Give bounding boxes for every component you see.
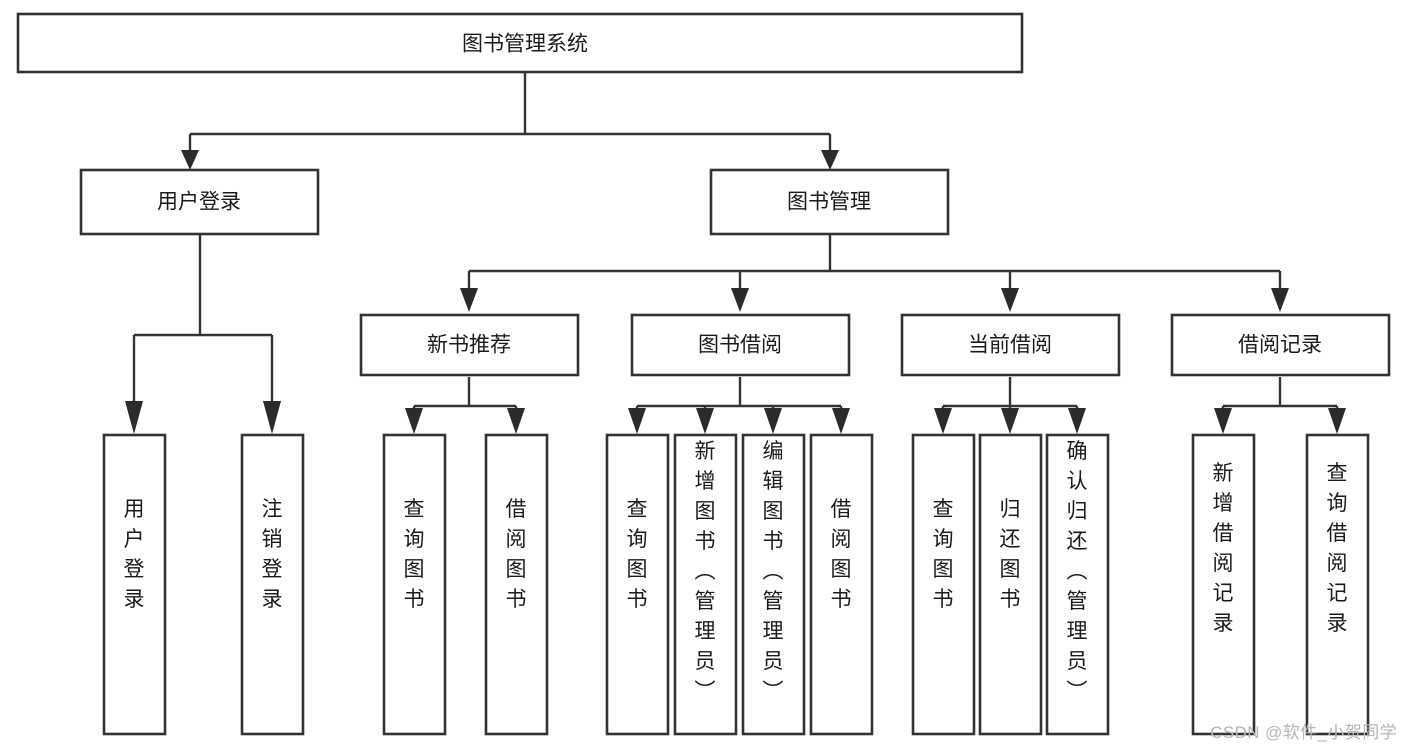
leaf-book-borrow-4-box[interactable]: [809, 433, 874, 736]
leaf-current-borrow-3[interactable]: 确认归还︵管理员︶: [1045, 433, 1110, 736]
node-book-management[interactable]: 图书管理: [709, 168, 950, 236]
node-current-borrow-label: 当前借阅: [968, 334, 1052, 357]
arrowhead-leaf-book-borrow-1: [628, 408, 646, 434]
node-current-borrow-box[interactable]: [900, 313, 1121, 377]
leaf-book-borrow-1[interactable]: 查询图书: [605, 433, 670, 736]
node-root-label: 图书管理系统: [462, 33, 588, 56]
arrowhead-book-borrow: [731, 288, 749, 312]
leaf-book-borrow-2[interactable]: 新增图书︵管理员︶: [673, 433, 738, 736]
node-borrow-record-box[interactable]: [1170, 313, 1391, 377]
leaf-current-borrow-1[interactable]: 查询图书: [911, 433, 976, 736]
leaf-new-book-2[interactable]: 借阅图书: [484, 433, 549, 736]
leaf-borrow-record-1[interactable]: 新增借阅记录: [1191, 433, 1256, 736]
leaf-user-login-2[interactable]: 注销登录: [240, 433, 305, 736]
arrowhead-user-login: [181, 150, 199, 170]
arrowhead-new-book: [460, 288, 478, 312]
leaf-new-book-2-box[interactable]: [484, 433, 549, 736]
arrowhead-leaf-current-borrow-1: [934, 408, 952, 434]
leaf-current-borrow-2[interactable]: 归还图书: [978, 433, 1043, 736]
node-root[interactable]: 图书管理系统: [16, 12, 1024, 74]
arrowhead-leaf-current-borrow-3: [1068, 408, 1086, 434]
node-current-borrow[interactable]: 当前借阅: [900, 313, 1121, 377]
node-user-login-label: 用户登录: [157, 191, 241, 214]
leaf-current-borrow-2-box[interactable]: [978, 433, 1043, 736]
leaf-user-login-1-label: 用户登录: [124, 498, 145, 611]
leaf-user-login-2-box[interactable]: [240, 433, 305, 736]
node-borrow-record-label: 借阅记录: [1238, 334, 1322, 357]
leaf-book-borrow-1-box[interactable]: [605, 433, 670, 736]
node-new-book-recommend[interactable]: 新书推荐: [359, 313, 580, 377]
arrowhead-leaf-borrow-record-1: [1214, 408, 1232, 434]
leaf-book-borrow-3-label: 编辑图书︵管理员︶: [763, 440, 784, 703]
node-new-book-recommend-label: 新书推荐: [427, 334, 511, 357]
leaf-current-borrow-1-label: 查询图书: [933, 498, 954, 611]
leaf-book-borrow-2-box[interactable]: [673, 433, 738, 736]
leaf-current-borrow-2-label: 归还图书: [1000, 498, 1021, 611]
leaf-user-login-1[interactable]: 用户登录: [102, 433, 167, 736]
leaf-book-borrow-1-label: 查询图书: [627, 498, 648, 611]
node-book-management-label: 图书管理: [787, 191, 871, 214]
leaf-book-borrow-2-label: 新增图书︵管理员︶: [695, 440, 716, 703]
arrowhead-leaf-user-login-2: [263, 401, 281, 434]
leaf-new-book-2-label: 借阅图书: [506, 498, 527, 611]
node-user-login-box[interactable]: [79, 168, 320, 236]
leaf-current-borrow-3-label: 确认归还︵管理员︶: [1067, 440, 1088, 703]
arrowhead-leaf-user-login-1: [125, 401, 143, 434]
arrowhead-leaf-borrow-record-2: [1328, 408, 1346, 434]
arrowhead-leaf-book-borrow-4: [832, 408, 850, 434]
arrowhead-leaf-new-book-2: [507, 408, 525, 434]
arrowhead-current-borrow: [1001, 288, 1019, 312]
csdn-watermark: CSDN @软件_小贺同学: [1210, 723, 1397, 742]
node-book-management-box[interactable]: [709, 168, 950, 236]
arrowhead-book-mgmt: [821, 150, 839, 170]
connector-layer: [125, 72, 1346, 434]
leaf-user-login-1-box[interactable]: [102, 433, 167, 736]
node-user-login[interactable]: 用户登录: [79, 168, 320, 236]
leaf-user-login-2-label: 注销登录: [262, 498, 283, 611]
leaf-borrow-record-2[interactable]: 查询借阅记录: [1305, 433, 1370, 736]
node-borrow-record[interactable]: 借阅记录: [1170, 313, 1391, 377]
leaf-new-book-1-label: 查询图书: [404, 498, 425, 611]
arrowhead-leaf-new-book-1: [405, 408, 423, 434]
node-new-book-recommend-box[interactable]: [359, 313, 580, 377]
leaf-new-book-1-box[interactable]: [382, 433, 447, 736]
leaf-new-book-1[interactable]: 查询图书: [382, 433, 447, 736]
leaf-borrow-record-1-label: 新增借阅记录: [1213, 462, 1234, 635]
arrowhead-leaf-book-borrow-3: [764, 408, 782, 434]
leaf-book-borrow-3[interactable]: 编辑图书︵管理员︶: [741, 433, 806, 736]
leaf-borrow-record-1-box[interactable]: [1191, 433, 1256, 736]
leaf-borrow-record-2-box[interactable]: [1305, 433, 1370, 736]
arrowhead-leaf-current-borrow-2: [1001, 408, 1019, 434]
arrowhead-leaf-book-borrow-2: [696, 408, 714, 434]
node-book-borrow-label: 图书借阅: [698, 334, 782, 357]
leaf-book-borrow-4[interactable]: 借阅图书: [809, 433, 874, 736]
node-root-box[interactable]: [16, 12, 1024, 74]
leaf-book-borrow-4-label: 借阅图书: [831, 498, 852, 611]
leaf-current-borrow-3-box[interactable]: [1045, 433, 1110, 736]
node-book-borrow-box[interactable]: [630, 313, 851, 377]
node-book-borrow[interactable]: 图书借阅: [630, 313, 851, 377]
leaf-borrow-record-2-label: 查询借阅记录: [1327, 462, 1348, 635]
leaf-current-borrow-1-box[interactable]: [911, 433, 976, 736]
leaf-book-borrow-3-box[interactable]: [741, 433, 806, 736]
arrowhead-borrow-record: [1271, 288, 1289, 312]
